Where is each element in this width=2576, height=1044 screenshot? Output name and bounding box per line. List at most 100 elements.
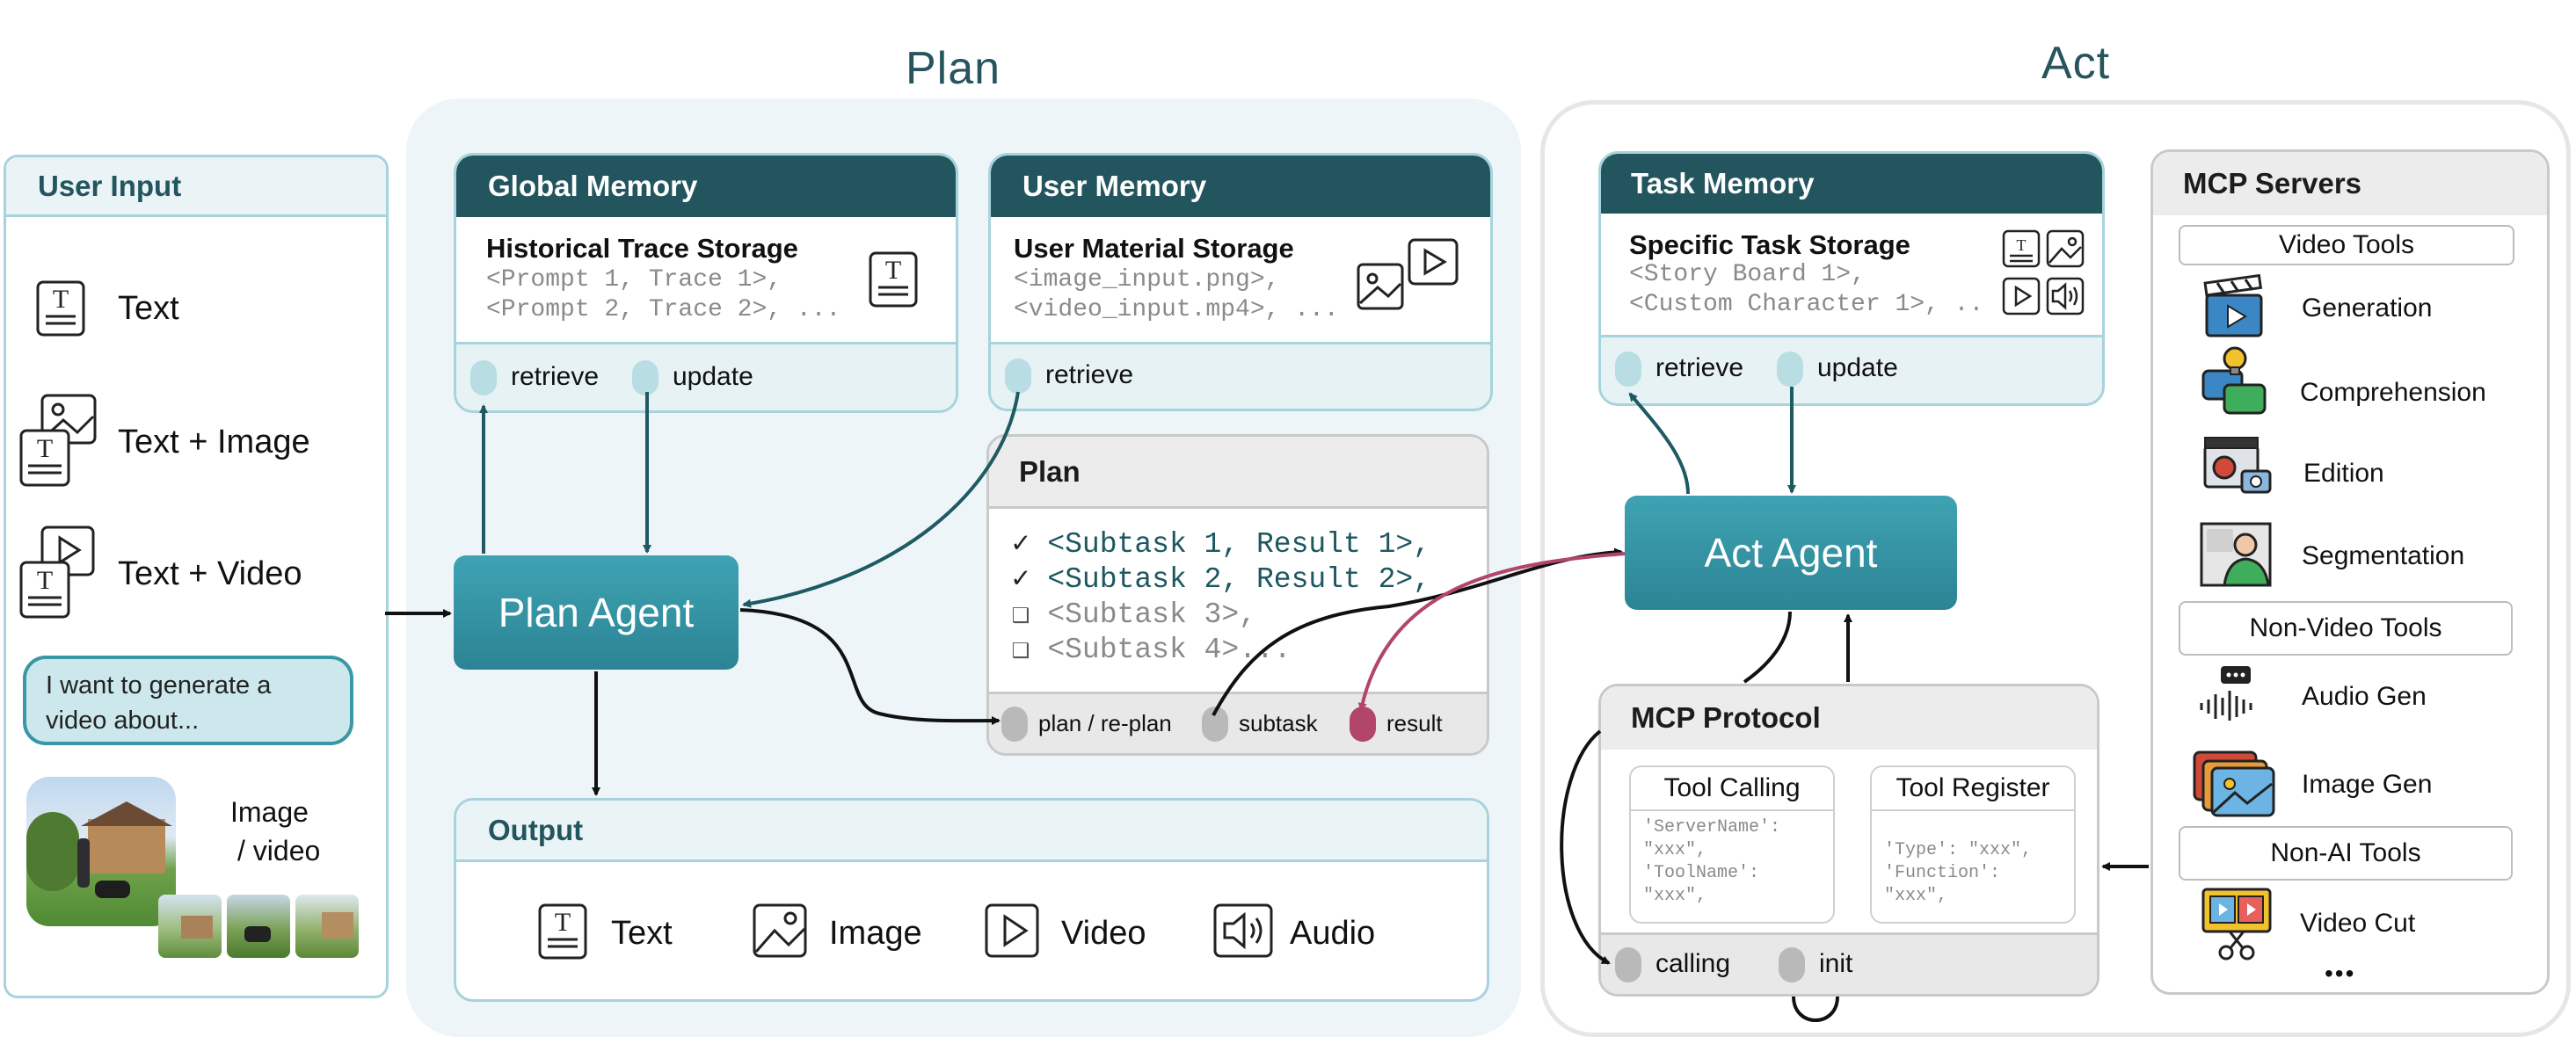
plan-box-title: Plan	[989, 437, 1487, 509]
arrow-act-agent-to-task-retrieve	[1628, 392, 1690, 495]
act-agent-label: Act Agent	[1704, 530, 1878, 576]
user-memory-port-row: retrieve	[991, 342, 1490, 409]
text-video-icon: T	[19, 526, 100, 627]
task-memory-update-label: update	[1817, 353, 1898, 382]
line-act-agent-to-mcp	[1743, 611, 1792, 684]
task-memory-line-2: <Custom Character 1>, ..	[1629, 291, 1984, 318]
task-memory-line-1: <Story Board 1>,	[1629, 261, 1866, 288]
task-memory-port-row: retrieve update	[1601, 335, 2102, 403]
arrow-subtask-to-act-agent	[1212, 547, 1623, 716]
plan-line-2-mark: ✓	[1012, 563, 1030, 596]
user-memory-panel: User Memory User Material Storage <image…	[988, 153, 1493, 411]
task-memory-icons: T	[2002, 229, 2086, 322]
plan-result-label: result	[1386, 710, 1443, 736]
plan-line-1-text: <Subtask 1, Result 1>,	[1047, 528, 1430, 561]
input-photo-thumb-1	[158, 895, 222, 958]
tool-register-l3: "xxx",	[1884, 886, 1948, 906]
plan-line-2-text: <Subtask 2, Result 2>,	[1047, 563, 1430, 596]
global-memory-update-port[interactable]	[632, 360, 659, 395]
tool-register-box: Tool Register 'Type': "xxx", 'Function':…	[1870, 765, 2076, 924]
prompt-bubble-text: I want to generate a video about...	[46, 671, 272, 735]
tool-image-gen-label: Image Gen	[2302, 770, 2433, 799]
tool-register-l2: 'Function':	[1884, 863, 2001, 883]
mcp-port-row: calling init	[1601, 932, 2097, 994]
global-memory-update-label: update	[673, 362, 753, 391]
tool-audio-gen-label: Audio Gen	[2302, 682, 2427, 711]
global-memory-panel: Global Memory Historical Trace Storage <…	[454, 153, 958, 413]
user-material-storage-title: User Material Storage	[1014, 233, 1294, 264]
act-agent[interactable]: Act Agent	[1625, 496, 1957, 610]
mcp-servers-title: MCP Servers	[2153, 152, 2547, 215]
plan-agent-label: Plan Agent	[498, 590, 695, 635]
task-memory-retrieve-port[interactable]	[1615, 352, 1641, 387]
init-loop	[1792, 996, 1839, 1022]
input-photo-thumb-2	[227, 895, 290, 958]
tool-calling-l4: "xxx",	[1643, 886, 1707, 906]
mcp-calling-port[interactable]	[1615, 947, 1641, 982]
plan-line-3-text: <Subtask 3>,	[1047, 598, 1256, 631]
tool-comprehension-label: Comprehension	[2300, 378, 2486, 407]
video-tools-header: Video Tools	[2179, 225, 2514, 265]
mcp-init-port[interactable]	[1779, 947, 1805, 982]
tool-register-l1: 'Type': "xxx",	[1884, 840, 2033, 860]
plan-subtask-label: subtask	[1239, 710, 1318, 736]
plan-line-1-mark: ✓	[1012, 528, 1030, 561]
more-tools-ellipsis: •••	[2325, 960, 2356, 987]
svg-text:T: T	[2017, 236, 2027, 254]
output-text-label: Text	[611, 915, 673, 952]
non-video-tools-header: Non-Video Tools	[2179, 601, 2513, 656]
global-memory-retrieve-port[interactable]	[470, 360, 497, 395]
svg-text:T: T	[37, 566, 53, 595]
user-memory-title: User Memory	[991, 156, 1490, 217]
mcp-protocol-panel: MCP Protocol Tool Calling 'ServerName': …	[1598, 684, 2099, 997]
tool-segmentation-label: Segmentation	[2302, 541, 2465, 570]
plan-box: Plan ✓ <Subtask 1, Result 1>, ✓ <Subtask…	[986, 434, 1489, 756]
clapperboard-icon	[2201, 273, 2268, 345]
tool-register-title: Tool Register	[1872, 767, 2074, 811]
global-memory-line-2: <Prompt 2, Trace 2>, ...	[486, 296, 841, 323]
task-memory-update-port[interactable]	[1777, 352, 1803, 387]
tool-edition-label: Edition	[2303, 459, 2384, 488]
comprehension-icon	[2200, 344, 2270, 423]
svg-text:T: T	[885, 256, 901, 285]
tool-generation-label: Generation	[2302, 294, 2433, 323]
output-audio-label: Audio	[1290, 915, 1376, 952]
image-icon	[752, 903, 808, 963]
input-photo-main	[26, 777, 176, 926]
non-ai-tools-header: Non-AI Tools	[2179, 826, 2513, 881]
user-input-text-label: Text	[118, 290, 179, 327]
global-memory-port-row: retrieve update	[456, 342, 956, 410]
mcp-init-label: init	[1819, 949, 1853, 978]
plan-agent[interactable]: Plan Agent	[454, 555, 739, 670]
user-memory-retrieve-label: retrieve	[1045, 360, 1134, 389]
task-memory-title: Task Memory	[1601, 154, 2102, 214]
plan-replan-port[interactable]	[1001, 707, 1028, 742]
svg-text:T: T	[53, 285, 69, 314]
arrow-user-memory-to-plan-agent	[742, 391, 1020, 608]
arrow-mcp-loop-to-calling	[1560, 729, 1611, 965]
input-photo-thumb-3	[295, 895, 359, 958]
task-memory-retrieve-label: retrieve	[1655, 353, 1744, 382]
user-memory-line-1: <image_input.png>,	[1014, 266, 1280, 294]
user-input-text-video-label: Text + Video	[118, 555, 302, 592]
plan-line-4: ❑ <Subtask 4>...	[1012, 630, 1292, 666]
tool-calling-l1: 'ServerName':	[1643, 817, 1781, 837]
plan-port-row: plan / re-plan subtask result	[989, 692, 1487, 753]
speaker-icon	[1212, 903, 1274, 963]
prompt-bubble: I want to generate a video about...	[23, 656, 353, 745]
audio-gen-icon	[2196, 664, 2272, 727]
plan-line-3-mark: ❑	[1012, 598, 1030, 631]
plan-line-1: ✓ <Subtask 1, Result 1>,	[1012, 525, 1430, 561]
global-memory-line-1: <Prompt 1, Trace 1>,	[486, 266, 782, 294]
user-memory-retrieve-port[interactable]	[1005, 359, 1031, 394]
user-input-text-image-label: Text + Image	[118, 424, 310, 460]
media-label-video: / video	[237, 835, 321, 866]
tool-calling-l2: "xxx",	[1643, 840, 1707, 860]
act-section-title: Act	[2041, 38, 2111, 89]
plan-line-3: ❑ <Subtask 3>,	[1012, 595, 1256, 631]
arrow-act-agent-to-result	[1357, 552, 1626, 712]
svg-text:T: T	[555, 908, 571, 937]
plan-result-port[interactable]	[1350, 707, 1376, 742]
global-memory-retrieve-label: retrieve	[511, 362, 600, 391]
text-document-icon: T	[35, 279, 86, 342]
